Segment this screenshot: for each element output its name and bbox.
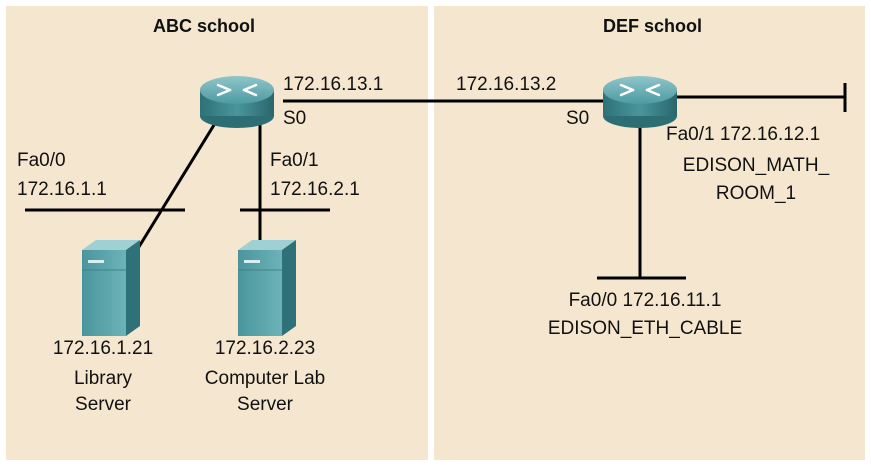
library-server-name-2: Server: [75, 394, 131, 415]
fa00-ip-label: 172.16.1.1: [17, 179, 107, 200]
fa00-interface-label: Fa0/0: [17, 150, 66, 171]
lab-server-name-1: Computer Lab: [204, 368, 326, 389]
router-icon: [603, 76, 677, 128]
right-router-s0-label: S0: [566, 108, 590, 129]
edison-eth-cable-name: EDISON_ETH_CABLE: [547, 318, 743, 339]
links: [25, 83, 847, 280]
fa01-ip-label: 172.16.2.1: [270, 179, 360, 200]
right-router-s0-ip: 172.16.13.2: [456, 74, 557, 95]
edison-math-room-name-2: ROOM_1: [715, 183, 797, 204]
abc-school-title: ABC school: [153, 16, 256, 36]
library-server-name-1: Library: [73, 368, 133, 389]
lab-server-ip: 172.16.2.23: [214, 338, 316, 359]
server-icon: [82, 240, 140, 336]
fa01-right-label: Fa0/1 172.16.12.1: [666, 124, 821, 145]
left-router-s0-label: S0: [283, 108, 307, 129]
lab-server-name-2: Server: [237, 394, 293, 415]
left-router-to-lan-fa00: [135, 111, 224, 251]
fa01-interface-label: Fa0/1: [270, 150, 319, 171]
router-icon: [200, 76, 274, 128]
def-school-title: DEF school: [603, 16, 703, 36]
server-icon: [238, 240, 296, 336]
left-router-s0-ip: 172.16.13.1: [283, 74, 384, 95]
fa00-right-label: Fa0/0 172.16.11.1: [568, 290, 722, 311]
edison-math-room-name-1: EDISON_MATH_: [682, 155, 830, 176]
library-server-ip: 172.16.1.21: [52, 338, 154, 359]
